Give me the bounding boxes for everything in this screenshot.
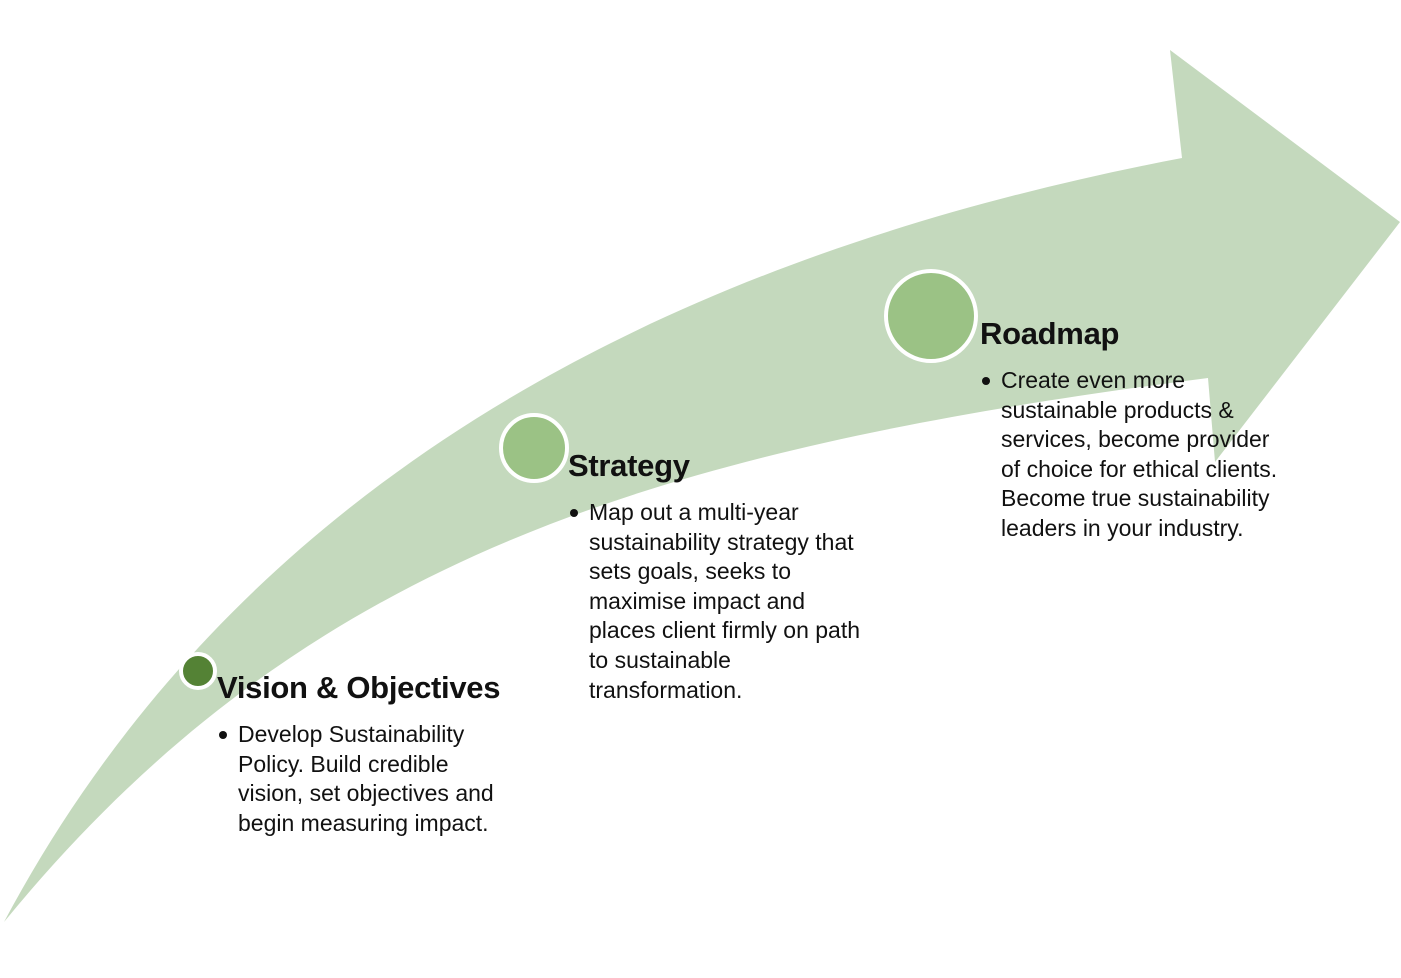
stage-title: Roadmap	[980, 316, 1120, 351]
strategy-marker	[499, 413, 569, 483]
stage-description: Develop Sustainability Policy. Build cre…	[238, 721, 494, 836]
stage-bullet: Develop Sustainability Policy. Build cre…	[217, 720, 517, 838]
stage-description: Create even more sustainable products & …	[1001, 367, 1278, 541]
bullet-dot-icon	[570, 509, 578, 517]
bullet-dot-icon	[219, 731, 227, 739]
stage-bullet: Map out a multi-year sustainability stra…	[568, 498, 868, 705]
stage-title: Vision & Objectives	[217, 670, 501, 705]
stage-roadmap: Roadmap Create even more sustainable pro…	[980, 316, 1280, 544]
stage-vision-objectives: Vision & Objectives Develop Sustainabili…	[217, 670, 517, 838]
vision-marker	[179, 652, 217, 690]
stage-bullet: Create even more sustainable products & …	[980, 366, 1280, 544]
roadmap-marker	[884, 269, 978, 363]
stage-strategy: Strategy Map out a multi-year sustainabi…	[568, 448, 868, 705]
stage-description: Map out a multi-year sustainability stra…	[589, 499, 861, 703]
stage-title: Strategy	[568, 448, 690, 483]
curved-growth-arrow	[4, 50, 1400, 922]
bullet-dot-icon	[982, 377, 990, 385]
